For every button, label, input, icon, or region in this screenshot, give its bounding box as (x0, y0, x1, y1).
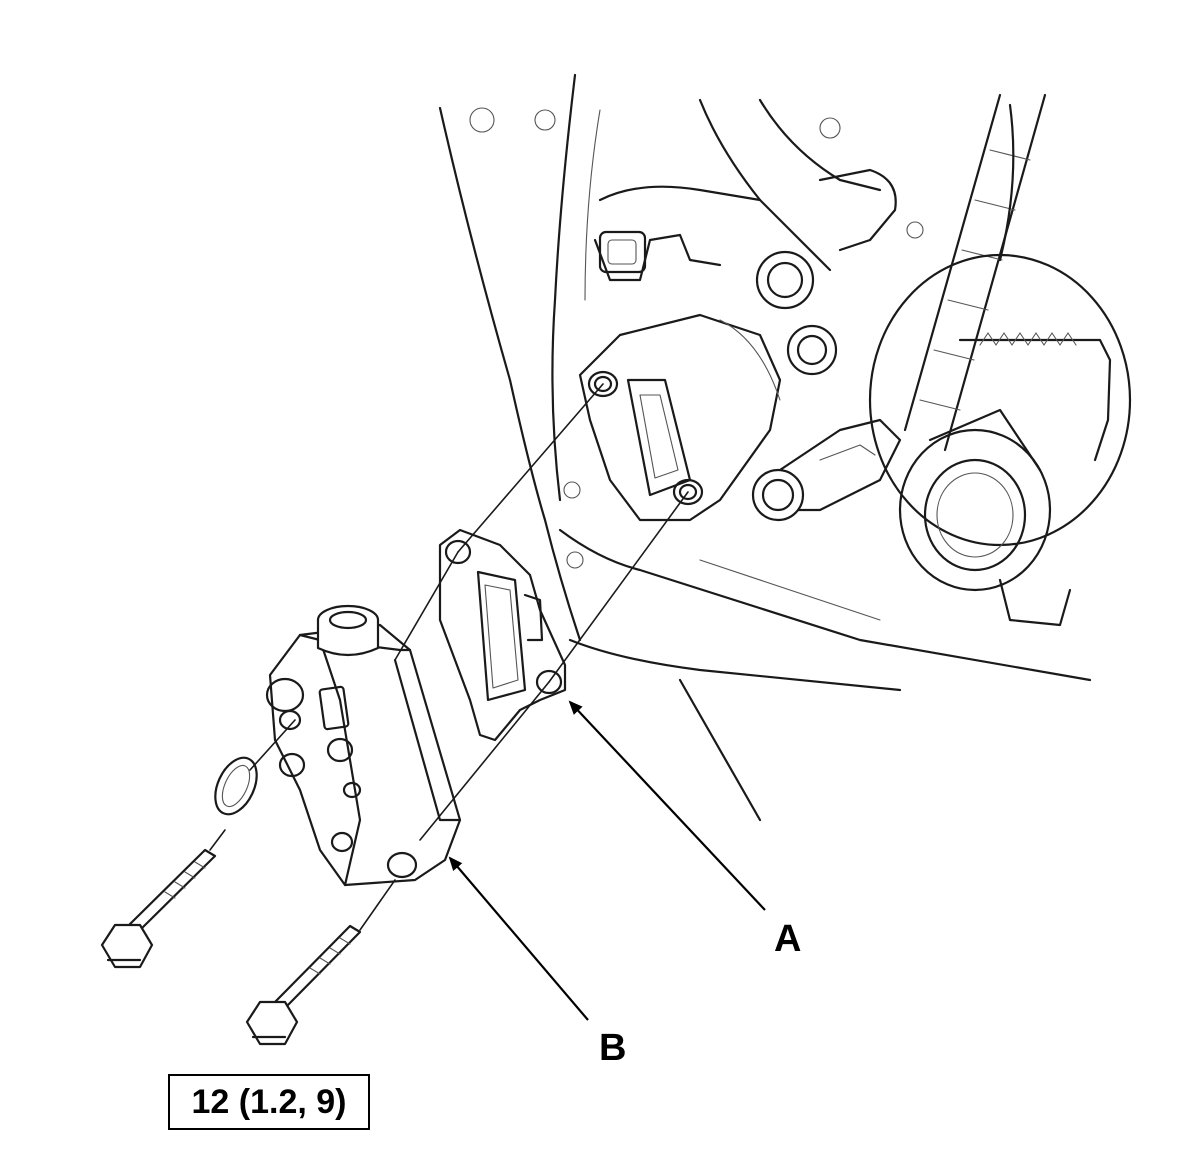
block-bolt-top (755, 250, 815, 310)
callout-label-b: B (599, 1027, 627, 1069)
torque-spec-text: 12 (1.2, 9) (191, 1082, 347, 1121)
bolt-right (245, 924, 362, 1046)
o-ring (214, 756, 258, 816)
crank-sprocket (868, 253, 1132, 627)
block-bolt-bottom (751, 468, 805, 522)
alignment-lines (209, 383, 689, 931)
leader-a (568, 700, 766, 911)
gasket-a (438, 528, 567, 742)
timing-chain (903, 93, 1047, 452)
torque-spec-box: 12 (1.2, 9) (168, 1074, 370, 1130)
block-bolt-middle (786, 324, 838, 376)
engine-block (438, 73, 1132, 822)
callout-label-a: A (774, 918, 802, 960)
bolt-left (100, 848, 217, 969)
leader-b (448, 856, 589, 1021)
chain-tensioner-b (265, 604, 462, 887)
